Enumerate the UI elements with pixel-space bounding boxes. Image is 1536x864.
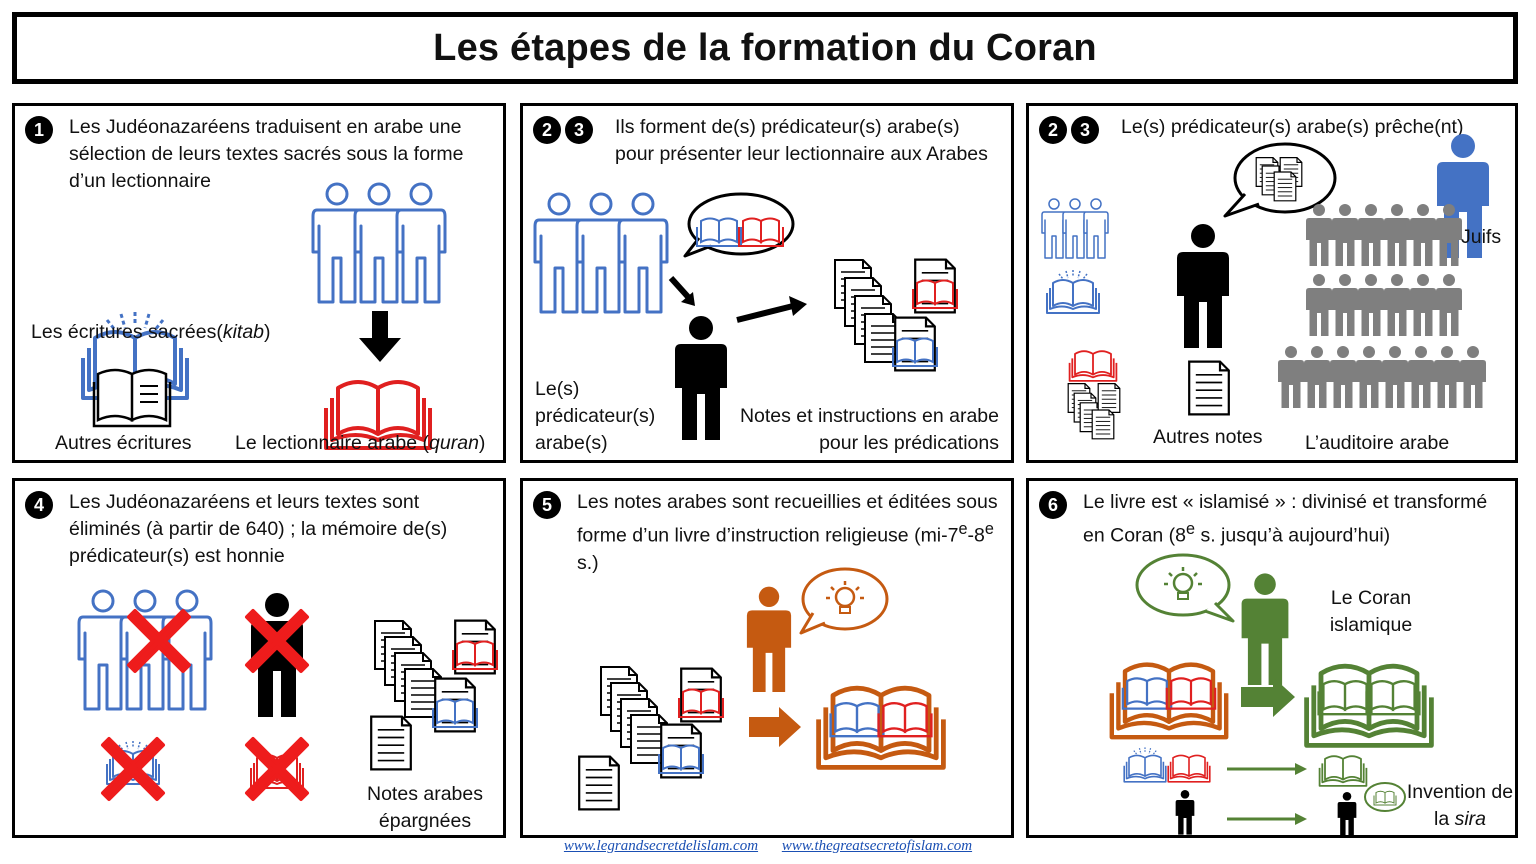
panel-1-illustration (81, 182, 447, 450)
other-writings-label: Autres écritures (55, 432, 192, 454)
panel-5-illustration (578, 567, 1014, 811)
sacred-book-icon (1123, 746, 1167, 783)
panel-1: 1 Les Judéonazaréens traduisent en arabe… (12, 103, 506, 463)
prophet-icon (1337, 791, 1357, 835)
panel-2-illustration (533, 192, 958, 440)
panel-text: Ils forment de(s) prédicateur(s) arabe(s… (615, 116, 988, 165)
panel-text: Le livre est « islamisé » : divinisé et … (1083, 491, 1488, 547)
audience-person-icon (1332, 274, 1358, 336)
spared-notes-label: Notes arabes épargnées (367, 783, 483, 832)
panel-3-illustration (1041, 134, 1489, 440)
audience-person-icon (1356, 346, 1382, 408)
notes-stack-icon (834, 258, 958, 372)
notes-stack-icon (578, 666, 724, 811)
step-badge: 2 (1039, 116, 1067, 144)
audience-icon (1278, 204, 1486, 408)
step-badge: 2 (533, 116, 561, 144)
preacher-label: Le(s) prédicateur(s) arabe(s) (535, 378, 656, 454)
down-arrow-icon (359, 311, 401, 362)
preacher-icon (675, 316, 727, 440)
step-badge: 5 (533, 491, 561, 519)
footer-link-en[interactable]: www.thegreatsecretofislam.com (781, 838, 973, 854)
audience-person-icon (1382, 346, 1408, 408)
panel-3: 2 3 Le(s) prédicateur(s) arabe(s) prêche… (1026, 103, 1518, 463)
arrow-icon (749, 707, 801, 747)
islamic-coran-icon (1307, 666, 1432, 745)
coran-label: Le Coran islamique (1329, 587, 1413, 636)
arrow-icon (668, 275, 692, 301)
step-badge: 4 (25, 491, 53, 519)
audience-person-icon (1434, 346, 1460, 408)
notes-label: Notes et instructions en arabe pour les … (739, 405, 999, 454)
editor-icon (746, 586, 792, 692)
audience-person-icon (1306, 204, 1332, 266)
audience-person-icon (1460, 346, 1486, 408)
page-title: Les étapes de la formation du Coran (433, 26, 1097, 69)
other-notes-label: Autres notes (1153, 426, 1263, 448)
speech-bubble-icon (683, 192, 795, 258)
speech-bubble-icon (1364, 782, 1406, 812)
islamizer-icon (1241, 573, 1289, 685)
religious-book-icon (819, 688, 944, 767)
audience-person-icon (1384, 204, 1410, 266)
audience-person-icon (1408, 346, 1434, 408)
invention-label: Invention de la sira (1406, 781, 1514, 830)
audience-person-icon (1330, 346, 1356, 408)
religious-book-icon (1112, 665, 1226, 738)
panel-text: Les Judéonazaréens et leurs textes sont … (69, 491, 448, 567)
teachers-group-icon (533, 192, 669, 314)
preacher-icon (1177, 224, 1229, 348)
panel-text: Les Judéonazaréens traduisent en arabe u… (69, 116, 464, 192)
sacred-writings-label: Les écritures sacrées(kitab) (31, 321, 271, 343)
jews-label: Juifs (1461, 226, 1502, 248)
speech-bubble-icon (799, 567, 889, 635)
title-box: Les étapes de la formation du Coran (12, 12, 1518, 84)
audience-person-icon (1358, 204, 1384, 266)
sacred-book-icon (1046, 269, 1100, 314)
audience-person-icon (1306, 274, 1332, 336)
step-badge: 3 (565, 116, 593, 144)
footer: www.legrandsecretdelislam.com www.thegre… (0, 838, 1536, 855)
audience-person-icon (1384, 274, 1410, 336)
panel-6: 6 Le livre est « islamisé » : divinisé e… (1026, 478, 1518, 838)
lectionary-icon (1167, 754, 1211, 783)
audience-person-icon (1278, 346, 1304, 408)
lectionary-icon (1068, 350, 1118, 382)
small-coran-icon (1318, 755, 1368, 787)
teachers-group-icon (1041, 198, 1109, 259)
audience-person-icon (1332, 204, 1358, 266)
audience-person-icon (1358, 274, 1384, 336)
notes-stack-icon (1067, 383, 1121, 440)
footer-link-fr[interactable]: www.legrandsecretdelislam.com (563, 838, 759, 854)
audience-label: L’auditoire arabe (1305, 432, 1450, 454)
speech-bubble-icon (1135, 553, 1235, 623)
arrow-icon (1241, 677, 1295, 717)
lectionary-label: Le lectionnaire arabe (quran) (235, 432, 486, 454)
audience-person-icon (1304, 346, 1330, 408)
notes-stack-icon (370, 619, 498, 771)
arrow-icon (736, 303, 794, 323)
panel-4: 4 Les Judéonazaréens et leurs textes son… (12, 478, 506, 838)
panel-text: Les notes arabes sont recueillies et édi… (577, 491, 998, 574)
translators-group-icon (311, 182, 447, 304)
panel-2: 2 3 Ils forment de(s) prédicateur(s) ara… (520, 103, 1014, 463)
panel-6-illustration (1029, 553, 1518, 835)
speech-bubble-icon (1223, 142, 1337, 218)
step-badge: 1 (25, 116, 53, 144)
audience-person-icon (1410, 204, 1436, 266)
step-badge: 3 (1071, 116, 1099, 144)
panel-text: Le(s) prédicateur(s) arabe(s) prêche(nt) (1121, 116, 1464, 138)
other-writings-icon (92, 368, 172, 428)
step-badge: 6 (1039, 491, 1067, 519)
panel-5: 5 Les notes arabes sont recueillies et é… (520, 478, 1014, 838)
audience-person-icon (1410, 274, 1436, 336)
audience-person-icon (1436, 274, 1462, 336)
document-icon (1188, 360, 1230, 416)
preacher-icon (1175, 789, 1195, 835)
